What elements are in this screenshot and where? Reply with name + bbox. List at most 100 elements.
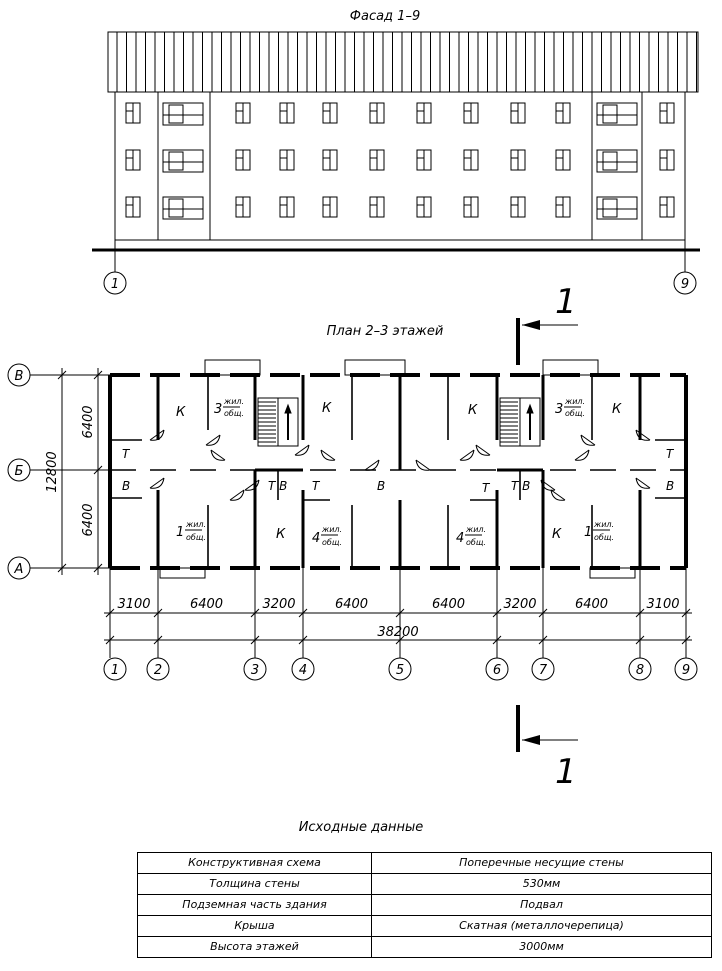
room-b: В xyxy=(666,479,674,493)
axis-col-label: 5 xyxy=(396,663,404,678)
facade-window xyxy=(510,196,526,218)
facade-window xyxy=(369,102,385,124)
row-axes: В Б А 12800 6400 6400 xyxy=(7,363,110,580)
svg-text:В: В xyxy=(15,369,24,384)
facade-axis-1: 1 xyxy=(103,271,127,295)
source-data-title: Исходные данные xyxy=(298,820,424,835)
facade-window xyxy=(322,149,338,171)
svg-text:жил.: жил. xyxy=(593,520,614,529)
axis-col-label: 3 xyxy=(251,663,259,678)
table-row: Толщина стены 530мм xyxy=(137,873,712,895)
apt-4-right: 4 жил. общ. xyxy=(456,525,486,547)
facade-window xyxy=(510,149,526,171)
room-t: Т xyxy=(122,447,131,461)
svg-text:А: А xyxy=(14,562,24,577)
dim-span: 6400 xyxy=(335,597,368,612)
facade-window xyxy=(235,196,251,218)
facade-roof xyxy=(107,31,699,93)
facade-balcony xyxy=(162,102,204,126)
facade-axis-9: 9 xyxy=(673,271,697,295)
room-k: К xyxy=(552,527,562,542)
axis-col-8: 8 xyxy=(628,657,652,681)
facade-window xyxy=(659,102,675,124)
svg-text:1: 1 xyxy=(111,277,119,292)
facade-window xyxy=(416,102,432,124)
facade-window xyxy=(235,102,251,124)
param-cell: Толщина стены xyxy=(137,873,372,895)
table-row: Крыша Скатная (металлочерепица) xyxy=(137,915,712,937)
dim-span: 3200 xyxy=(503,597,536,612)
facade-window xyxy=(416,196,432,218)
facade-window xyxy=(555,102,571,124)
dim-row-1: 6400 xyxy=(81,405,96,438)
room-tb: Т В xyxy=(268,479,287,493)
table-row: Высота этажей 3000мм xyxy=(137,936,712,958)
axis-b: Б xyxy=(7,458,31,482)
svg-text:Б: Б xyxy=(15,464,24,479)
axis-col-1: 1 xyxy=(103,657,127,681)
dim-total-height: 12800 xyxy=(45,451,60,492)
value-cell: 3000мм xyxy=(371,936,712,958)
dim-row-2: 6400 xyxy=(81,503,96,536)
facade-balcony xyxy=(596,149,638,173)
apt-1-right: 1 жил. общ. xyxy=(584,520,614,542)
svg-text:4: 4 xyxy=(456,531,464,546)
room-k: К xyxy=(176,405,186,420)
facade-window xyxy=(235,149,251,171)
facade-window xyxy=(463,149,479,171)
room-b: В xyxy=(377,479,385,493)
facade-title: Фасад 1–9 xyxy=(350,9,420,24)
apt-1-left: 1 жил. общ. xyxy=(176,520,206,542)
room-t: Т xyxy=(312,479,321,493)
facade-window xyxy=(369,149,385,171)
svg-text:общ.: общ. xyxy=(322,538,342,547)
dim-span: 3200 xyxy=(262,597,295,612)
axis-col-label: 9 xyxy=(682,663,690,678)
facade-walls xyxy=(114,91,686,241)
svg-text:3: 3 xyxy=(214,402,222,417)
axis-col-label: 1 xyxy=(111,663,119,678)
svg-text:3: 3 xyxy=(555,402,563,417)
svg-text:жил.: жил. xyxy=(185,520,206,529)
facade-window xyxy=(659,149,675,171)
facade-window xyxy=(510,102,526,124)
param-cell: Крыша xyxy=(137,915,372,937)
facade-window xyxy=(463,196,479,218)
facade-window xyxy=(416,149,432,171)
facade-window xyxy=(322,196,338,218)
table-row: Конструктивная схема Поперечные несущие … xyxy=(137,852,712,874)
svg-text:1: 1 xyxy=(584,525,592,540)
axis-col-2: 2 xyxy=(146,657,170,681)
value-cell: Поперечные несущие стены xyxy=(371,852,712,874)
axis-col-4: 4 xyxy=(291,657,315,681)
facade-window xyxy=(555,196,571,218)
facade-window xyxy=(125,149,141,171)
dim-span: 3100 xyxy=(646,597,679,612)
facade-windows xyxy=(125,102,675,220)
param-cell: Конструктивная схема xyxy=(137,852,372,874)
facade-window xyxy=(659,196,675,218)
value-cell: 530мм xyxy=(371,873,712,895)
svg-text:жил.: жил. xyxy=(564,397,585,406)
facade-window xyxy=(463,102,479,124)
axis-col-label: 2 xyxy=(154,663,162,678)
plan-title: План 2–3 этажей xyxy=(327,324,444,339)
facade-window xyxy=(125,196,141,218)
apt-3-right: 3 жил. общ. xyxy=(555,397,585,418)
svg-text:общ.: общ. xyxy=(186,533,206,542)
facade-window xyxy=(279,196,295,218)
room-b: В xyxy=(122,479,130,493)
facade-balcony xyxy=(162,196,204,220)
facade-ground xyxy=(92,240,700,272)
axis-col-6: 6 xyxy=(485,657,509,681)
svg-text:общ.: общ. xyxy=(466,538,486,547)
svg-text:жил.: жил. xyxy=(465,525,486,534)
facade-window xyxy=(369,196,385,218)
svg-text:4: 4 xyxy=(312,531,320,546)
facade-balcony xyxy=(162,149,204,173)
axis-col-5: 5 xyxy=(388,657,412,681)
axis-col-7: 7 xyxy=(531,657,555,681)
facade-balcony xyxy=(596,102,638,126)
